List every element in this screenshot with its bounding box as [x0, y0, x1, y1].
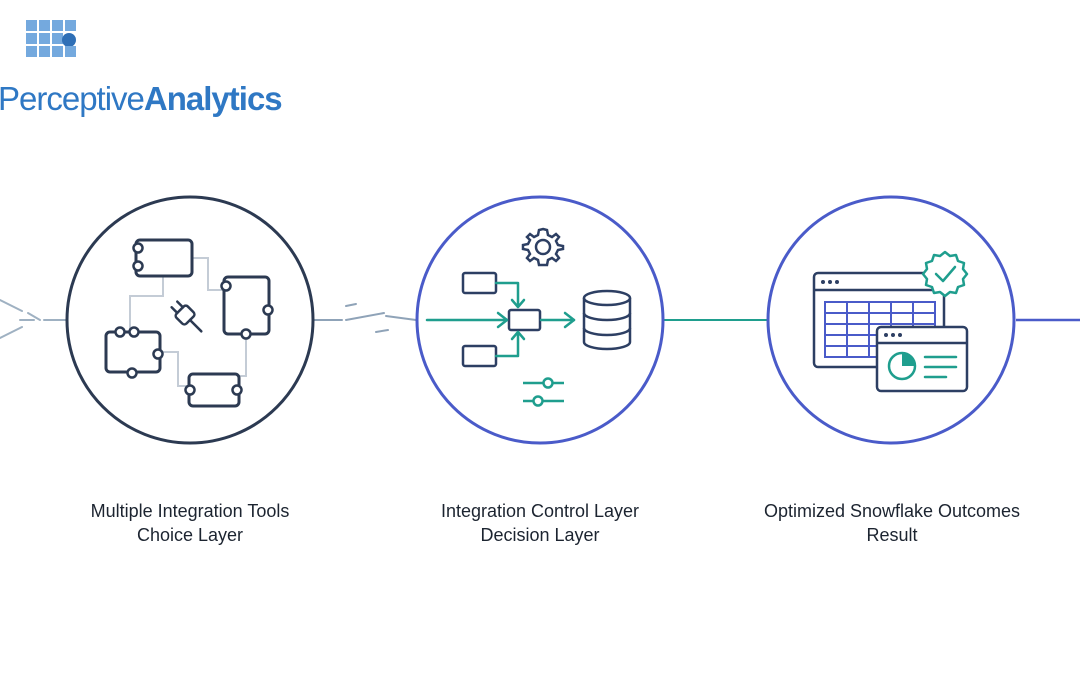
- plug-icon: [170, 300, 203, 333]
- stage-3-title: Optimized Snowflake Outcomes: [763, 501, 1021, 521]
- stage-2-label: Integration Control Layer Decision Layer: [390, 499, 690, 547]
- stage-1-subtitle: Choice Layer: [136, 525, 244, 545]
- verified-badge-icon: [921, 250, 969, 298]
- stage-3-subtitle: Result: [866, 525, 918, 545]
- stage-3-label: Optimized Snowflake Outcomes Result: [742, 499, 1042, 547]
- connector-1-2: [313, 303, 417, 333]
- stage-2-subtitle: Decision Layer: [480, 525, 600, 545]
- stage-3-icon: [766, 195, 1016, 445]
- logo-grid-icon: [26, 20, 76, 57]
- stage-2-icon: [415, 195, 665, 445]
- stage-1-label: Multiple Integration Tools Choice Layer: [40, 499, 340, 547]
- left-connector: [0, 299, 67, 339]
- brand-logo: PerceptiveAnalytics: [0, 16, 283, 116]
- stage-1-icon: [65, 195, 315, 445]
- dashboard-icon: [875, 325, 969, 393]
- gear-icon: [521, 227, 565, 267]
- database-icon: [582, 289, 632, 351]
- brand-name-light: Perceptive: [0, 80, 145, 117]
- sliders-icon: [523, 377, 564, 407]
- brand-name-bold: Analytics: [143, 80, 283, 117]
- stage-1-title: Multiple Integration Tools: [90, 501, 290, 521]
- brand-name: PerceptiveAnalytics: [0, 80, 283, 117]
- stage-2-title: Integration Control Layer: [440, 501, 640, 521]
